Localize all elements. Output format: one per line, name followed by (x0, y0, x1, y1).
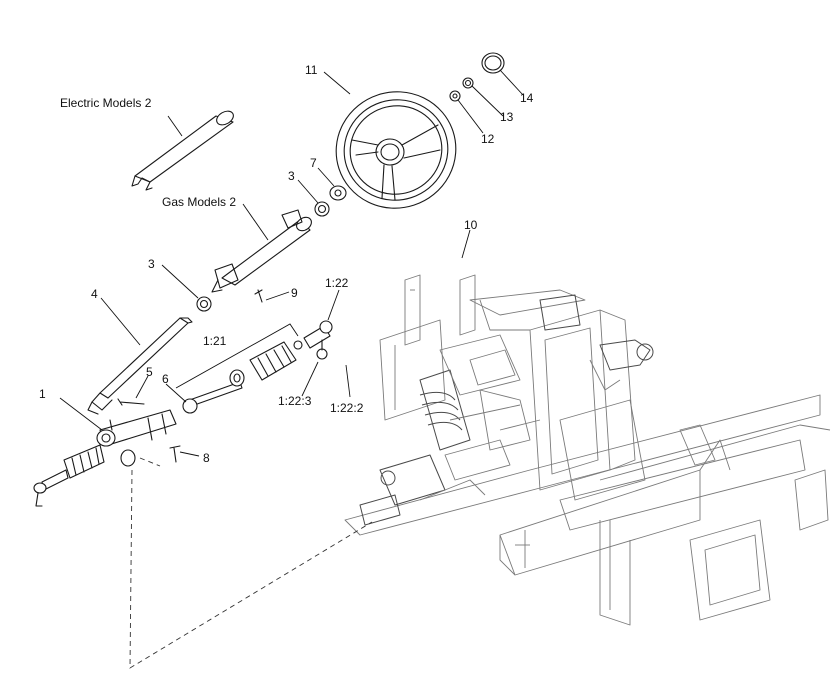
callout-12: 12 (481, 132, 495, 146)
reference-dashed-line-2 (139, 457, 161, 467)
bolt-5 (117, 398, 145, 406)
callout-10: 10 (464, 218, 478, 232)
callout-1-21: 1:21 (203, 334, 227, 348)
callout-7: 7 (310, 156, 317, 170)
steering-wheel (335, 91, 457, 209)
callout-9: 9 (291, 286, 298, 300)
callouts: 1 3 3 4 5 6 7 8 9 10 11 12 13 14 1:21 1:… (39, 63, 534, 465)
callout-5: 5 (146, 365, 153, 379)
bracket-1-21 (175, 323, 299, 389)
electric-models-label: Electric Models 2 (60, 96, 152, 110)
bolt-8 (169, 445, 181, 463)
callout-14: 14 (520, 91, 534, 105)
callout-3-upper: 3 (288, 169, 295, 183)
callout-1: 1 (39, 387, 46, 401)
bolt-9 (254, 289, 263, 303)
leader-lines (59, 69, 524, 457)
callout-3-lower: 3 (148, 257, 155, 271)
gas-column-tube (211, 209, 312, 293)
cap-nut-washer-group (449, 52, 505, 102)
callout-4: 4 (91, 287, 98, 301)
vehicle-frame (344, 274, 831, 626)
intermediate-shaft (87, 317, 193, 415)
callout-13: 13 (500, 110, 514, 124)
bearings-and-washer (196, 185, 347, 312)
right-tie-rod-assembly (182, 320, 333, 414)
reference-dashed-line (129, 469, 373, 669)
callout-11: 11 (305, 63, 318, 77)
callout-1-22-3: 1:22:3 (278, 394, 312, 408)
callout-1-22-2: 1:22:2 (330, 401, 364, 415)
callout-6: 6 (162, 372, 169, 386)
callout-1-22: 1:22 (325, 276, 349, 290)
gas-models-label: Gas Models 2 (162, 195, 236, 209)
electric-column-tube (131, 110, 234, 191)
callout-8: 8 (203, 451, 210, 465)
steering-rack (33, 409, 177, 507)
